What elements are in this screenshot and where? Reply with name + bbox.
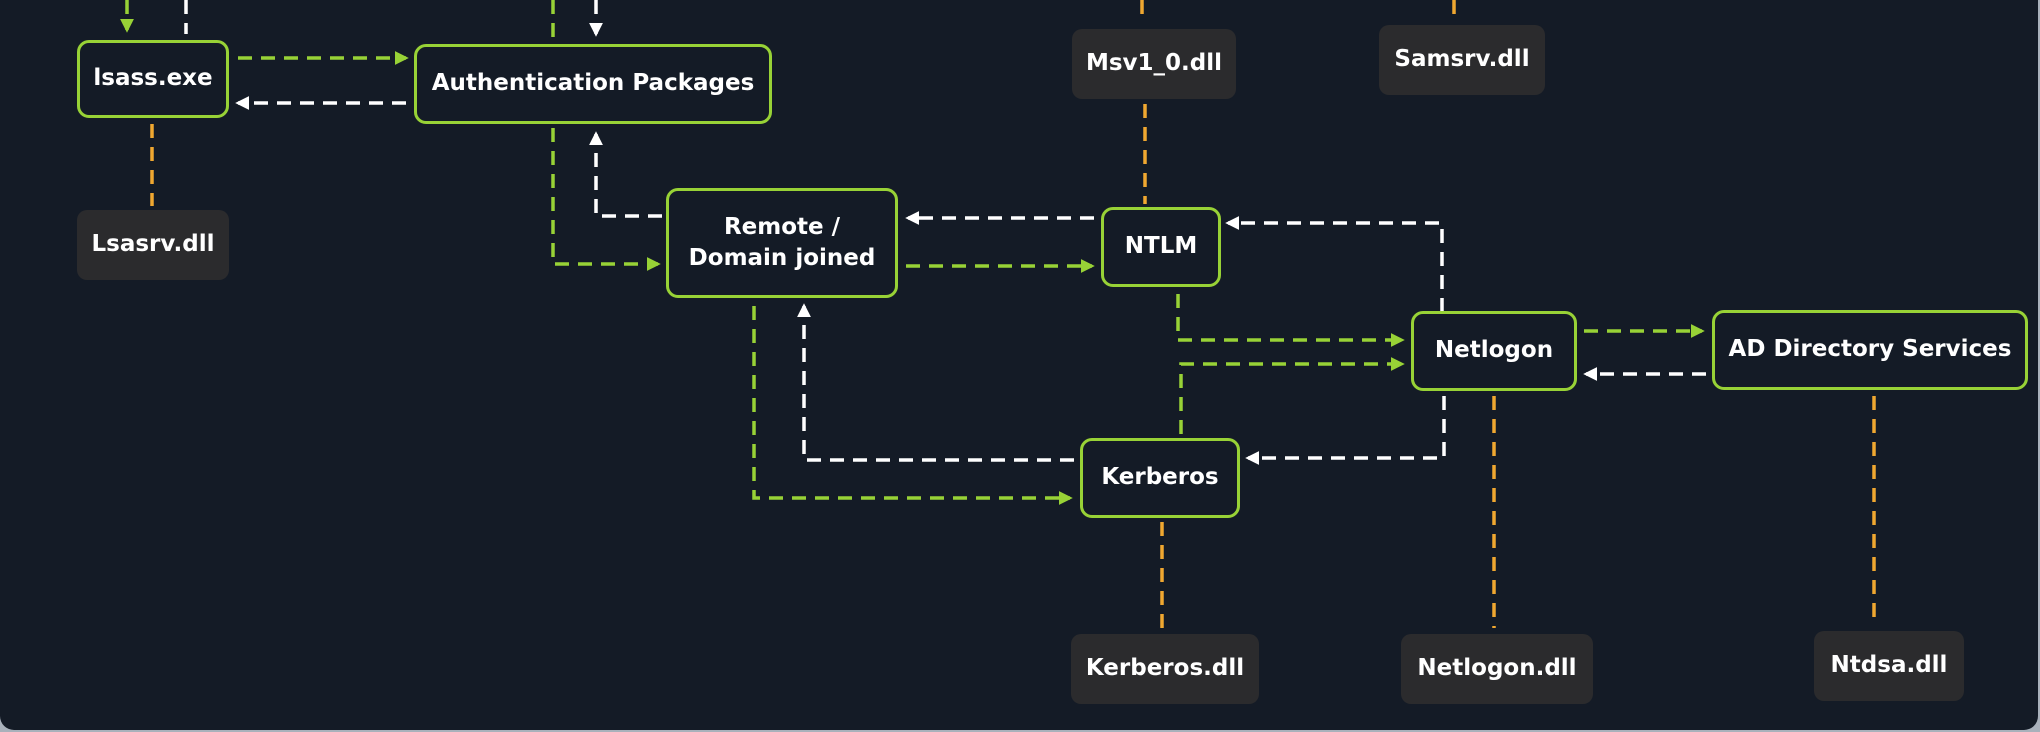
lsasrv-dll: Lsasrv.dll: [77, 210, 229, 280]
ad-directory-services-node: AD Directory Services: [1712, 310, 2028, 390]
arrow-netlogon-ntlm: [1225, 216, 1444, 312]
arrow-netlogon-kerberos: [1245, 396, 1446, 465]
ad-directory-services-label: AD Directory Services: [1728, 336, 2012, 363]
arrow-ntlm-netlogon: [1176, 294, 1405, 347]
netlogon-label: Netlogon: [1434, 337, 1554, 364]
kerberos-dll-label: Kerberos.dll: [1085, 655, 1245, 682]
ntdsa-dll: Ntdsa.dll: [1814, 631, 1964, 701]
lsasrv-dll-label: Lsasrv.dll: [91, 231, 215, 258]
authentication-packages-label: Authentication Packages: [431, 70, 755, 97]
remote-label-line1: Remote /: [723, 213, 841, 240]
arrow-remote-kerberos: [752, 306, 1073, 505]
netlogon-node: Netlogon: [1411, 311, 1577, 391]
netlogon-dll: Netlogon.dll: [1401, 634, 1593, 704]
arrow-kerberos-netlogon: [1179, 357, 1405, 434]
netlogon-dll-label: Netlogon.dll: [1417, 655, 1577, 682]
samsrv-dll-label: Samsrv.dll: [1394, 46, 1530, 73]
kerberos-dll: Kerberos.dll: [1071, 634, 1259, 704]
lsass-label: lsass.exe: [93, 65, 213, 92]
ntlm-label: NTLM: [1124, 233, 1198, 260]
samsrv-dll: Samsrv.dll: [1379, 25, 1545, 95]
kerberos-label: Kerberos: [1101, 464, 1219, 491]
remote-domain-joined-node: Remote / Domain joined: [666, 188, 898, 298]
ntlm-node: NTLM: [1101, 207, 1221, 287]
arrow-auth-remote: [551, 128, 661, 271]
msv1-0-dll: Msv1_0.dll: [1072, 29, 1236, 99]
kerberos-node: Kerberos: [1080, 438, 1240, 518]
arrow-kerberos-remote: [797, 303, 1074, 462]
remote-label-line2: Domain joined: [688, 245, 876, 271]
authentication-packages-node: Authentication Packages: [414, 44, 772, 124]
msv1-0-dll-label: Msv1_0.dll: [1085, 50, 1223, 77]
lsass-node: lsass.exe: [77, 40, 229, 118]
ntdsa-dll-label: Ntdsa.dll: [1830, 652, 1948, 679]
arrow-remote-auth: [589, 131, 662, 218]
